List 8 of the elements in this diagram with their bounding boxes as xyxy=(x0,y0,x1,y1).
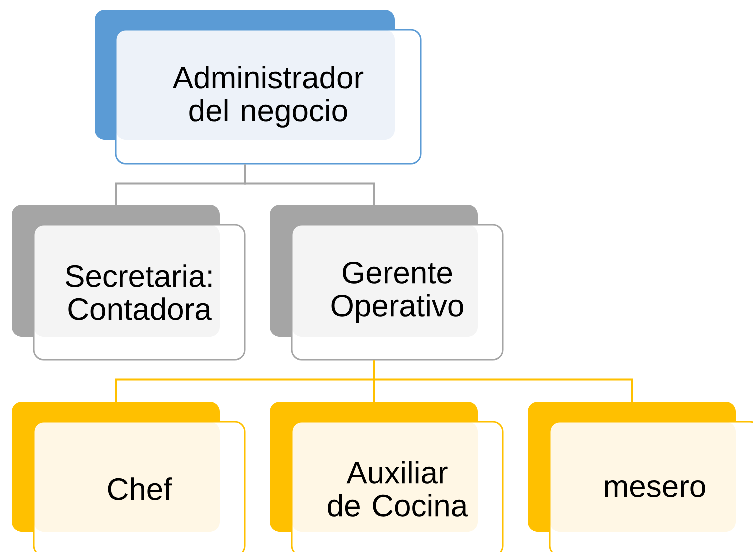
org-box: Secretaria: Contadora xyxy=(12,205,246,361)
org-box: Auxiliar de Cocina xyxy=(270,402,504,552)
org-box: mesero xyxy=(528,402,753,552)
org-box: Chef xyxy=(12,402,246,552)
connector-line xyxy=(244,164,375,205)
org-box: Gerente Operativo xyxy=(270,205,504,361)
org-box: Administrador del negocio xyxy=(95,10,422,165)
connector-line xyxy=(373,360,633,402)
